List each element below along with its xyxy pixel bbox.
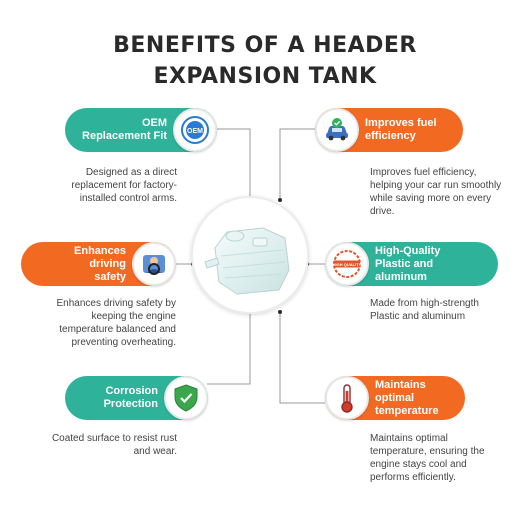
center-hub bbox=[191, 196, 309, 314]
benefit-desc-high-quality: Made from high-strength Plastic and alum… bbox=[370, 298, 479, 322]
benefit-desc-fuel-efficiency: Improves fuel efficiency, helping your c… bbox=[370, 167, 502, 217]
high-quality-stamp-icon-circle: HIGH QUALITY bbox=[325, 242, 369, 286]
car-checkmark-icon-circle bbox=[315, 108, 359, 152]
oem-badge-icon: OEM bbox=[181, 116, 209, 144]
benefit-pill-driving-safety: Enhances driving safety bbox=[21, 242, 176, 286]
benefit-title-corrosion: Corrosion Protection bbox=[103, 385, 158, 410]
shield-check-icon bbox=[174, 384, 198, 412]
title-line-2: EXPANSION TANK bbox=[153, 64, 377, 89]
shield-check-icon-circle bbox=[164, 376, 208, 420]
benefit-pill-temperature: Maintains optimal temperature bbox=[325, 376, 465, 420]
benefit-title-oem-fit: OEM Replacement Fit bbox=[82, 117, 167, 142]
driver-steering-icon-circle bbox=[132, 242, 176, 286]
high-quality-stamp-text: HIGH QUALITY bbox=[333, 262, 362, 267]
driver-steering-icon bbox=[143, 255, 165, 275]
benefit-desc-temperature: Maintains optimal temperature, ensuring … bbox=[370, 433, 485, 483]
benefit-title-fuel-efficiency: Improves fuel efficiency bbox=[365, 117, 437, 142]
page-title: BENEFITS OF A HEADER EXPANSION TANK bbox=[0, 30, 530, 92]
title-line-1: BENEFITS OF A HEADER bbox=[113, 33, 417, 58]
benefit-title-temperature: Maintains optimal temperature bbox=[375, 378, 439, 417]
car-checkmark-icon bbox=[326, 118, 348, 141]
thermometer-icon bbox=[341, 384, 353, 413]
benefit-pill-oem-fit: OEM Replacement Fit OEM bbox=[65, 108, 217, 152]
benefit-desc-driving-safety: Enhances driving safety by keeping the e… bbox=[56, 298, 176, 348]
benefit-pill-high-quality: HIGH QUALITY High-Quality Plastic and al… bbox=[325, 242, 498, 286]
benefit-desc-corrosion: Coated surface to resist rust and wear. bbox=[51, 433, 177, 457]
benefit-title-high-quality: High-Quality Plastic and aluminum bbox=[375, 244, 441, 283]
high-quality-stamp-icon: HIGH QUALITY bbox=[333, 250, 362, 278]
oem-badge-icon-circle: OEM bbox=[173, 108, 217, 152]
expansion-tank-image bbox=[204, 227, 290, 295]
oem-badge-text: OEM bbox=[187, 128, 203, 135]
benefit-pill-corrosion: Corrosion Protection bbox=[65, 376, 208, 420]
benefit-pill-fuel-efficiency: Improves fuel efficiency bbox=[315, 108, 463, 152]
benefit-title-driving-safety: Enhances driving safety bbox=[74, 244, 126, 283]
benefit-desc-oem-fit: Designed as a direct replacement for fac… bbox=[71, 167, 177, 204]
thermometer-icon-circle bbox=[325, 376, 369, 420]
